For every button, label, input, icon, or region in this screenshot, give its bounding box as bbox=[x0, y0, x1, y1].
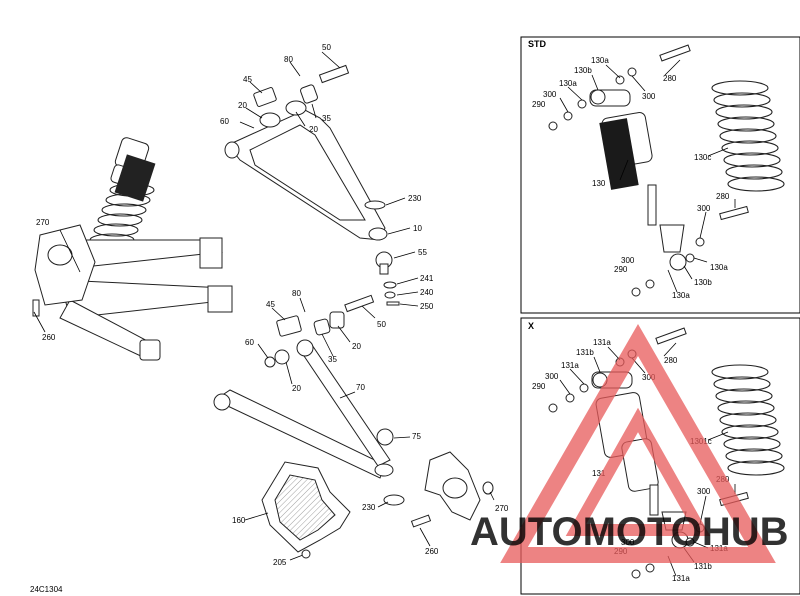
std-callout-130b-1: 130b bbox=[574, 66, 592, 75]
std-callout-130a-2: 130a bbox=[559, 79, 577, 88]
x-callout-131: 131 bbox=[592, 469, 606, 478]
watermark-logo bbox=[500, 323, 776, 563]
callout-270-left: 270 bbox=[36, 218, 50, 227]
x-callout-131b-1: 131b bbox=[576, 348, 594, 357]
callout-45-lower: 45 bbox=[266, 300, 275, 309]
std-panel bbox=[520, 36, 800, 314]
x-callout-300-2: 300 bbox=[642, 373, 656, 382]
x-callout-300-3: 300 bbox=[697, 487, 711, 496]
x-panel-title: X bbox=[528, 321, 534, 331]
callout-205: 205 bbox=[273, 558, 287, 567]
x-callout-300-4: 300 bbox=[621, 538, 635, 547]
std-spring bbox=[711, 80, 785, 192]
std-callout-300-1: 300 bbox=[543, 90, 557, 99]
std-callout-130: 130 bbox=[592, 179, 606, 188]
callout-35-lower: 35 bbox=[328, 355, 337, 364]
callout-20-lower-a: 20 bbox=[352, 342, 361, 351]
skid-plate bbox=[244, 461, 351, 561]
callout-50-lower: 50 bbox=[377, 320, 386, 329]
figure-code: 24C1304 bbox=[30, 585, 63, 594]
callout-60-lower: 60 bbox=[245, 338, 254, 347]
callout-230-upper: 230 bbox=[408, 194, 422, 203]
callout-20-upper-a: 20 bbox=[238, 101, 247, 110]
callout-241: 241 bbox=[420, 274, 434, 283]
callout-55: 55 bbox=[418, 248, 427, 257]
knuckle bbox=[410, 451, 495, 547]
callout-240: 240 bbox=[420, 288, 434, 297]
std-callout-290-1: 290 bbox=[532, 100, 546, 109]
x-callout-131a-1: 131a bbox=[593, 338, 611, 347]
x-callout-290-1: 290 bbox=[532, 382, 546, 391]
callout-50-upper: 50 bbox=[322, 43, 331, 52]
std-panel-title: STD bbox=[528, 39, 547, 49]
callout-260-knuckle: 260 bbox=[425, 547, 439, 556]
upper-callout-leaders bbox=[239, 51, 419, 307]
callout-10: 10 bbox=[413, 224, 422, 233]
std-leaders bbox=[559, 59, 736, 293]
assembled-suspension bbox=[32, 137, 233, 361]
callout-250: 250 bbox=[420, 302, 434, 311]
lower-callout-leaders bbox=[257, 297, 411, 508]
callout-20-upper-b: 20 bbox=[309, 125, 318, 134]
callout-260-left: 260 bbox=[42, 333, 56, 342]
std-callout-300-4: 300 bbox=[621, 256, 635, 265]
std-callout-130a-3: 130a bbox=[710, 263, 728, 272]
x-callout-131b-2: 131b bbox=[694, 562, 712, 571]
callout-75: 75 bbox=[412, 432, 421, 441]
callout-160: 160 bbox=[232, 516, 246, 525]
std-callout-300-2: 300 bbox=[642, 92, 656, 101]
x-spring bbox=[711, 364, 785, 476]
callout-230-lower: 230 bbox=[362, 503, 376, 512]
std-callout-130c: 130c bbox=[694, 153, 711, 162]
std-callout-130b-2: 130b bbox=[694, 278, 712, 287]
std-callout-130a-1: 130a bbox=[591, 56, 609, 65]
std-callout-300-3: 300 bbox=[697, 204, 711, 213]
std-shock bbox=[589, 44, 749, 271]
x-callout-300-1: 300 bbox=[545, 372, 559, 381]
callout-45-upper: 45 bbox=[243, 75, 252, 84]
callout-20-lower-b: 20 bbox=[292, 384, 301, 393]
upper-a-arm bbox=[224, 64, 400, 306]
callout-60-upper: 60 bbox=[220, 117, 229, 126]
std-callout-290-2: 290 bbox=[614, 265, 628, 274]
x-callout-131a-2: 131a bbox=[561, 361, 579, 370]
lower-a-arm bbox=[213, 294, 405, 506]
x-callout-280-1: 280 bbox=[664, 356, 678, 365]
callout-80-lower: 80 bbox=[292, 289, 301, 298]
callout-35-upper: 35 bbox=[322, 114, 331, 123]
watermark: AUTOMOTOHUB bbox=[470, 323, 789, 563]
std-callout-130a-4: 130a bbox=[672, 291, 690, 300]
std-callout-280-1: 280 bbox=[663, 74, 677, 83]
std-callout-280-2: 280 bbox=[716, 192, 730, 201]
x-callout-131a-4: 131a bbox=[672, 574, 690, 583]
callout-70: 70 bbox=[356, 383, 365, 392]
watermark-brand: AUTOMOTOHUB bbox=[470, 510, 789, 554]
callout-80-upper: 80 bbox=[284, 55, 293, 64]
callout-270-knuckle: 270 bbox=[495, 504, 509, 513]
